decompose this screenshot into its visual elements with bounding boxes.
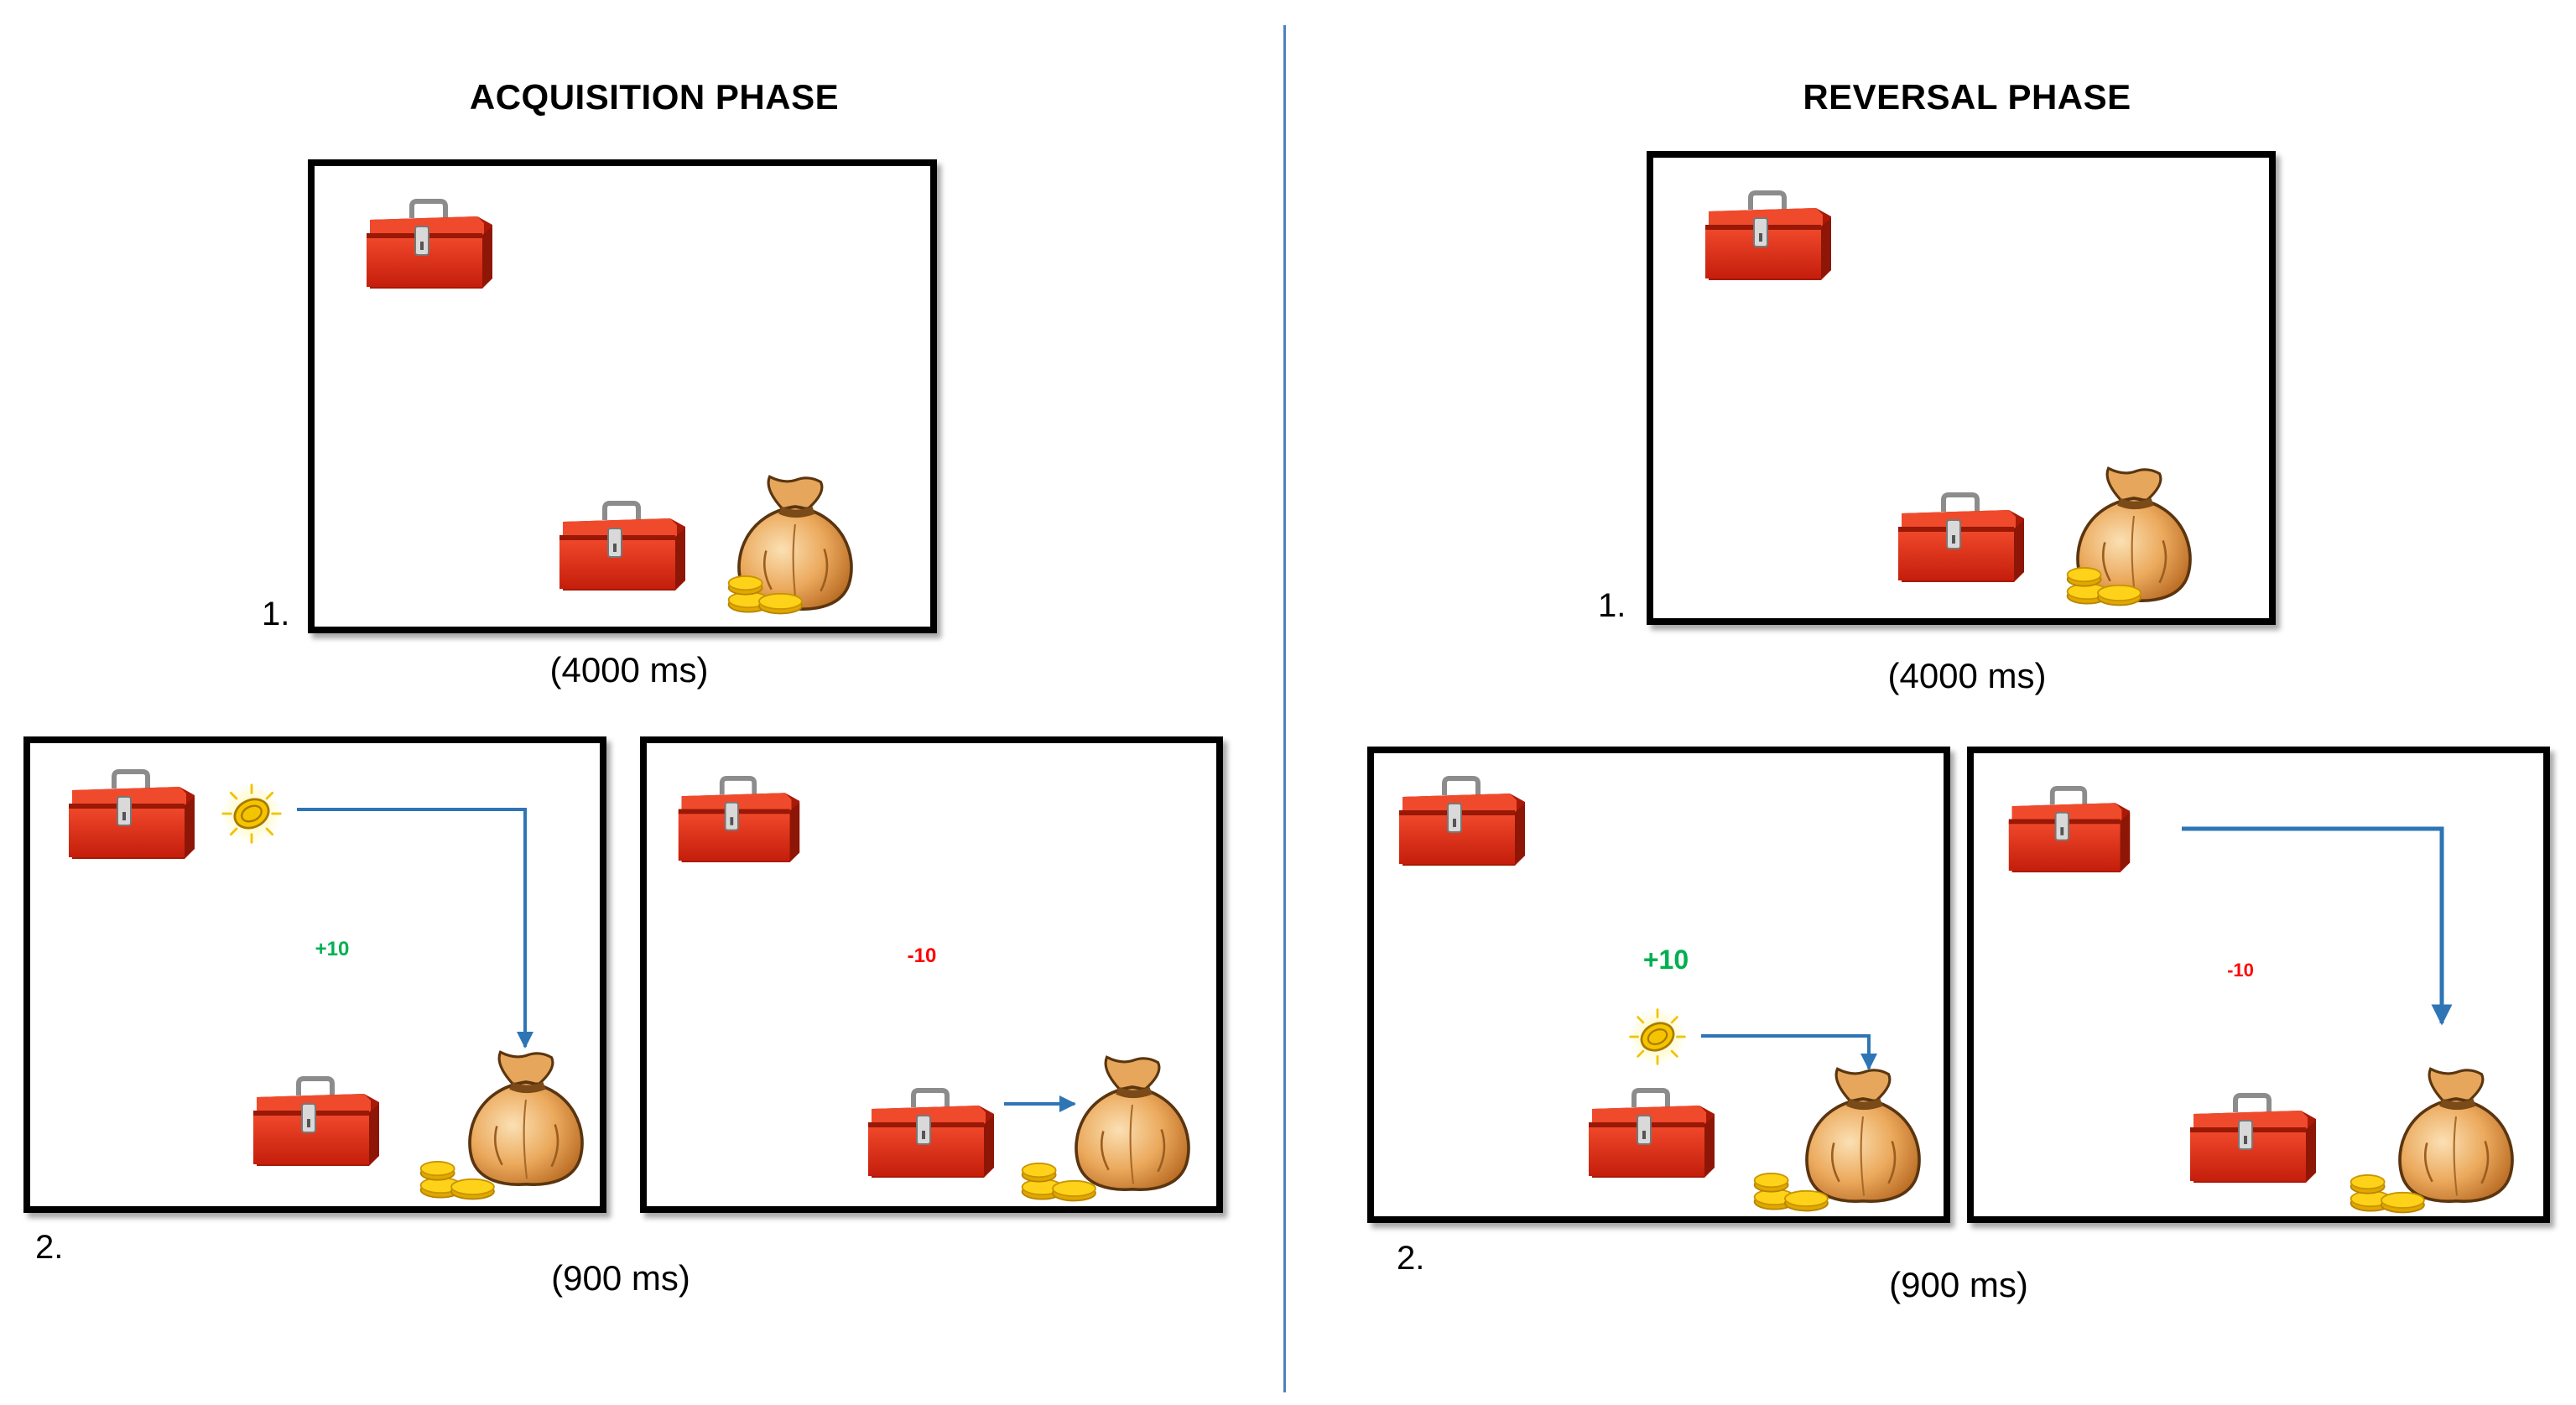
win-score: +10	[1642, 944, 1689, 975]
toolbox-icon	[248, 1075, 382, 1169]
reversal-step2-duration: (900 ms)	[1889, 1265, 2028, 1304]
coins-icon	[1751, 1166, 1835, 1213]
acquisition-step2-label: 2.	[35, 1229, 64, 1266]
acquisition-loss-panel: -10	[640, 736, 1223, 1213]
acquisition-step1-panel	[308, 159, 937, 633]
reversal-step1-duration: (4000 ms)	[1887, 656, 2047, 695]
reversal-phase-title: REVERSAL PHASE	[1803, 77, 2131, 117]
toolbox-icon	[2185, 1092, 2319, 1186]
coins-icon	[1019, 1156, 1103, 1203]
toolbox-icon	[554, 500, 689, 594]
toolbox-icon	[1700, 190, 1834, 284]
reward-path-arrow	[297, 808, 533, 1049]
transfer-arrow	[1004, 1095, 1076, 1112]
toolbox-icon	[1893, 492, 2027, 585]
reward-path-arrow	[1701, 1034, 1877, 1070]
toolbox-icon	[362, 198, 496, 292]
loss-score: -10	[907, 944, 937, 967]
acquisition-step1-label: 1.	[262, 596, 290, 632]
loss-score: -10	[2227, 960, 2254, 981]
acquisition-phase-title: ACQUISITION PHASE	[469, 77, 840, 117]
coins-icon	[2348, 1168, 2432, 1215]
reward-path-arrow	[2182, 826, 2453, 1026]
acquisition-step2-duration: (900 ms)	[551, 1258, 690, 1298]
toolbox-icon	[1584, 1087, 1718, 1181]
coins-icon	[418, 1154, 502, 1201]
acquisition-win-panel: +10	[23, 736, 606, 1213]
acquisition-step1-duration: (4000 ms)	[549, 650, 709, 689]
reversal-step2-label: 2.	[1397, 1240, 1425, 1277]
phase-divider	[1283, 25, 1286, 1392]
coins-icon	[726, 569, 809, 616]
win-score: +10	[315, 938, 350, 960]
reversal-loss-panel: -10	[1967, 747, 2550, 1223]
reversal-win-panel: +10	[1367, 747, 1950, 1223]
reversal-step1-label: 1.	[1598, 587, 1626, 624]
coins-icon	[2064, 560, 2148, 607]
reversal-step1-panel	[1647, 151, 2276, 625]
